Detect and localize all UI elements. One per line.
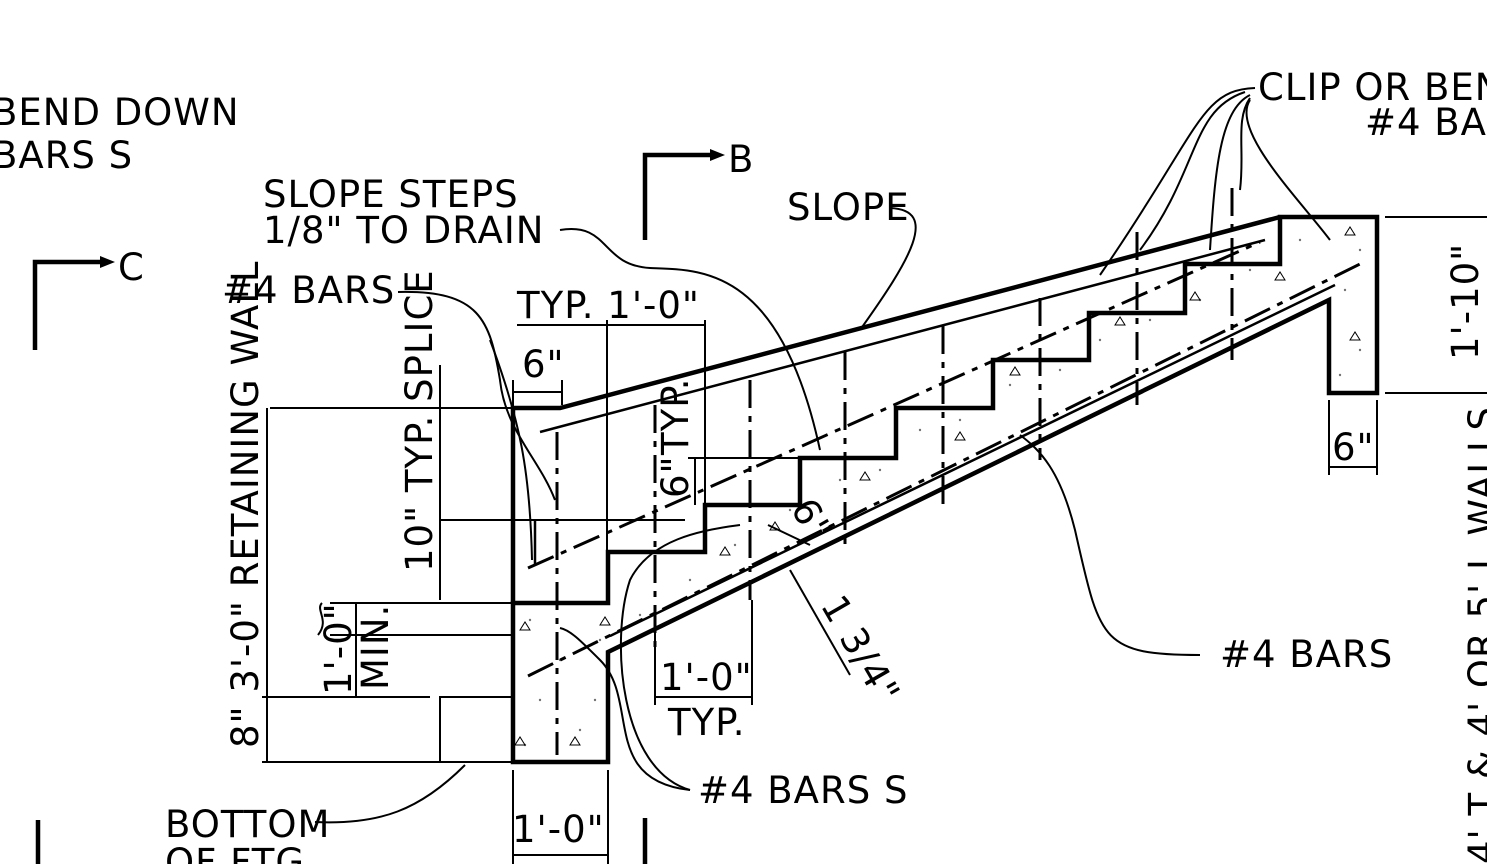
dim-6-right-label: 6" (1332, 426, 1375, 469)
slope-steps-label-1: SLOPE STEPS (263, 173, 519, 216)
dim-1-3-4-label: 1 3/4" (812, 588, 908, 712)
walls-edge-label: 4' T & 4' OR 5' L WALLS (1461, 406, 1487, 864)
retaining-wall-label: 8" 3'-0" RETAINING WALL (224, 260, 267, 748)
dim-1ft-min-b: MIN. (354, 604, 397, 690)
bottom-ftg-label-2: OF FTG (165, 841, 305, 864)
dim-1ft-min-a: 1'-0" (317, 602, 360, 695)
retaining-wall-outline (510, 214, 1281, 603)
bend-down-label-1: BEND DOWN (0, 91, 240, 134)
dim-1ft-typ-b: TYP. (667, 701, 746, 744)
bars4-top-label: #4 BARS (222, 269, 395, 312)
concrete-triangles (514, 226, 1361, 746)
typ-splice-label: 10" TYP. SPLICE (398, 269, 441, 572)
bars4-s-label: #4 BARS S (698, 769, 908, 812)
bend-down-label-2: BARS S (0, 134, 133, 177)
typ-1ft-top-label: TYP. 1'-0" (516, 284, 700, 327)
dim-6-top-label: 6" (522, 343, 565, 386)
typ-6-vert-a: TYP. (654, 377, 697, 456)
clip-label-2: #4 BAI (1365, 101, 1487, 144)
slope-label: SLOPE (787, 186, 910, 229)
concrete-stipple (523, 238, 1362, 747)
section-c-marker (32, 259, 100, 350)
slab-bar-mid (609, 283, 1336, 638)
dim-1ft10-label: 1'-10" (1444, 243, 1487, 360)
clip-label-1: CLIP OR BEN (1258, 66, 1487, 109)
slope-bar-upper (539, 238, 1266, 434)
dim-1ft-bottom-label: 1'-0" (512, 808, 605, 851)
section-b-label: B (728, 138, 754, 181)
footing-box (439, 696, 514, 763)
vertical-bars (533, 188, 1234, 755)
slope-steps-label-2: 1/8" TO DRAIN (263, 209, 544, 252)
dim-1ft-typ-a: 1'-0" (660, 656, 753, 699)
stair-concrete-outline (510, 214, 1380, 765)
bars4-right-label: #4 BARS (1220, 633, 1393, 676)
bottom-ftg-label-1: BOTTOM (165, 803, 330, 846)
section-b-marker (642, 152, 710, 240)
section-c-label: C (118, 246, 145, 289)
typ-6-vert-b: 6" (654, 455, 697, 498)
